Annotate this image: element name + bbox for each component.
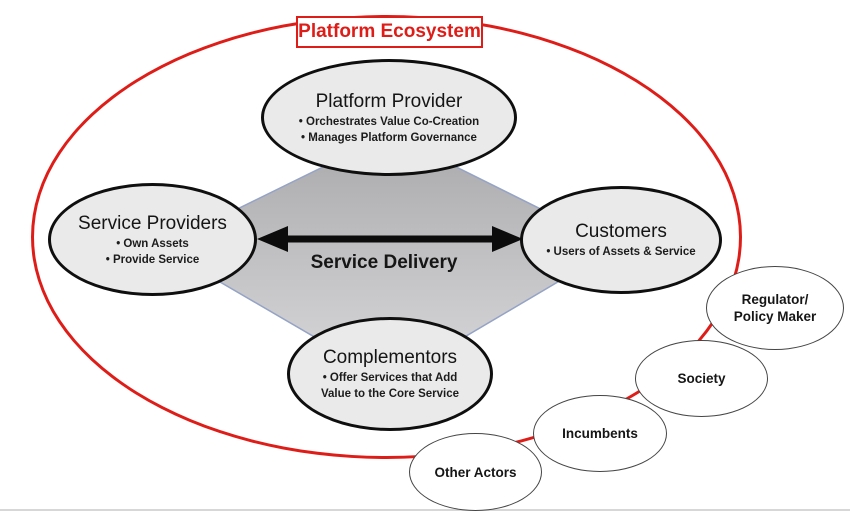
- actor-society-label: Society: [677, 371, 726, 386]
- bottom-divider-line: [0, 509, 850, 511]
- actor-incumbents-label: Incumbents: [562, 426, 638, 441]
- node-platform-provider-bullet: • Manages Platform Governance: [301, 131, 477, 144]
- actor-regulator-policy-maker: Regulator/ Policy Maker: [706, 266, 844, 350]
- node-platform-provider-title: Platform Provider: [315, 90, 463, 112]
- node-complementors: Complementors • Offer Services that Add …: [287, 317, 493, 431]
- node-customers-bullet: • Users of Assets & Service: [546, 246, 696, 258]
- diagram-title-box: Platform Ecosystem: [296, 16, 483, 48]
- node-service-providers-title: Service Providers: [78, 212, 227, 234]
- node-complementors-bullet: Value to the Core Service: [320, 388, 460, 400]
- node-service-providers-bullet: • Own Assets: [116, 237, 189, 250]
- node-complementors-title: Complementors: [322, 347, 458, 368]
- node-complementors-bullet: • Offer Services that Add: [322, 372, 458, 384]
- actor-incumbents: Incumbents: [533, 395, 667, 472]
- diagram-title: Platform Ecosystem: [298, 21, 481, 42]
- node-platform-provider: Platform Provider • Orchestrates Value C…: [261, 59, 517, 176]
- service-delivery-label: Service Delivery: [310, 252, 458, 273]
- node-service-providers-bullet: • Provide Service: [105, 253, 200, 266]
- node-customers-title: Customers: [575, 221, 667, 242]
- node-service-providers: Service Providers • Own Assets • Provide…: [48, 183, 257, 296]
- node-customers: Customers • Users of Assets & Service: [520, 186, 722, 294]
- actor-regulator-line2: Policy Maker: [733, 309, 817, 324]
- service-delivery-arrow: [257, 226, 523, 252]
- actor-society: Society: [635, 340, 768, 417]
- actor-regulator-line1: Regulator/: [741, 292, 809, 307]
- actor-other-actors-label: Other Actors: [434, 464, 517, 480]
- actor-other-actors: Other Actors: [409, 433, 542, 511]
- node-platform-provider-bullet: • Orchestrates Value Co-Creation: [298, 115, 480, 128]
